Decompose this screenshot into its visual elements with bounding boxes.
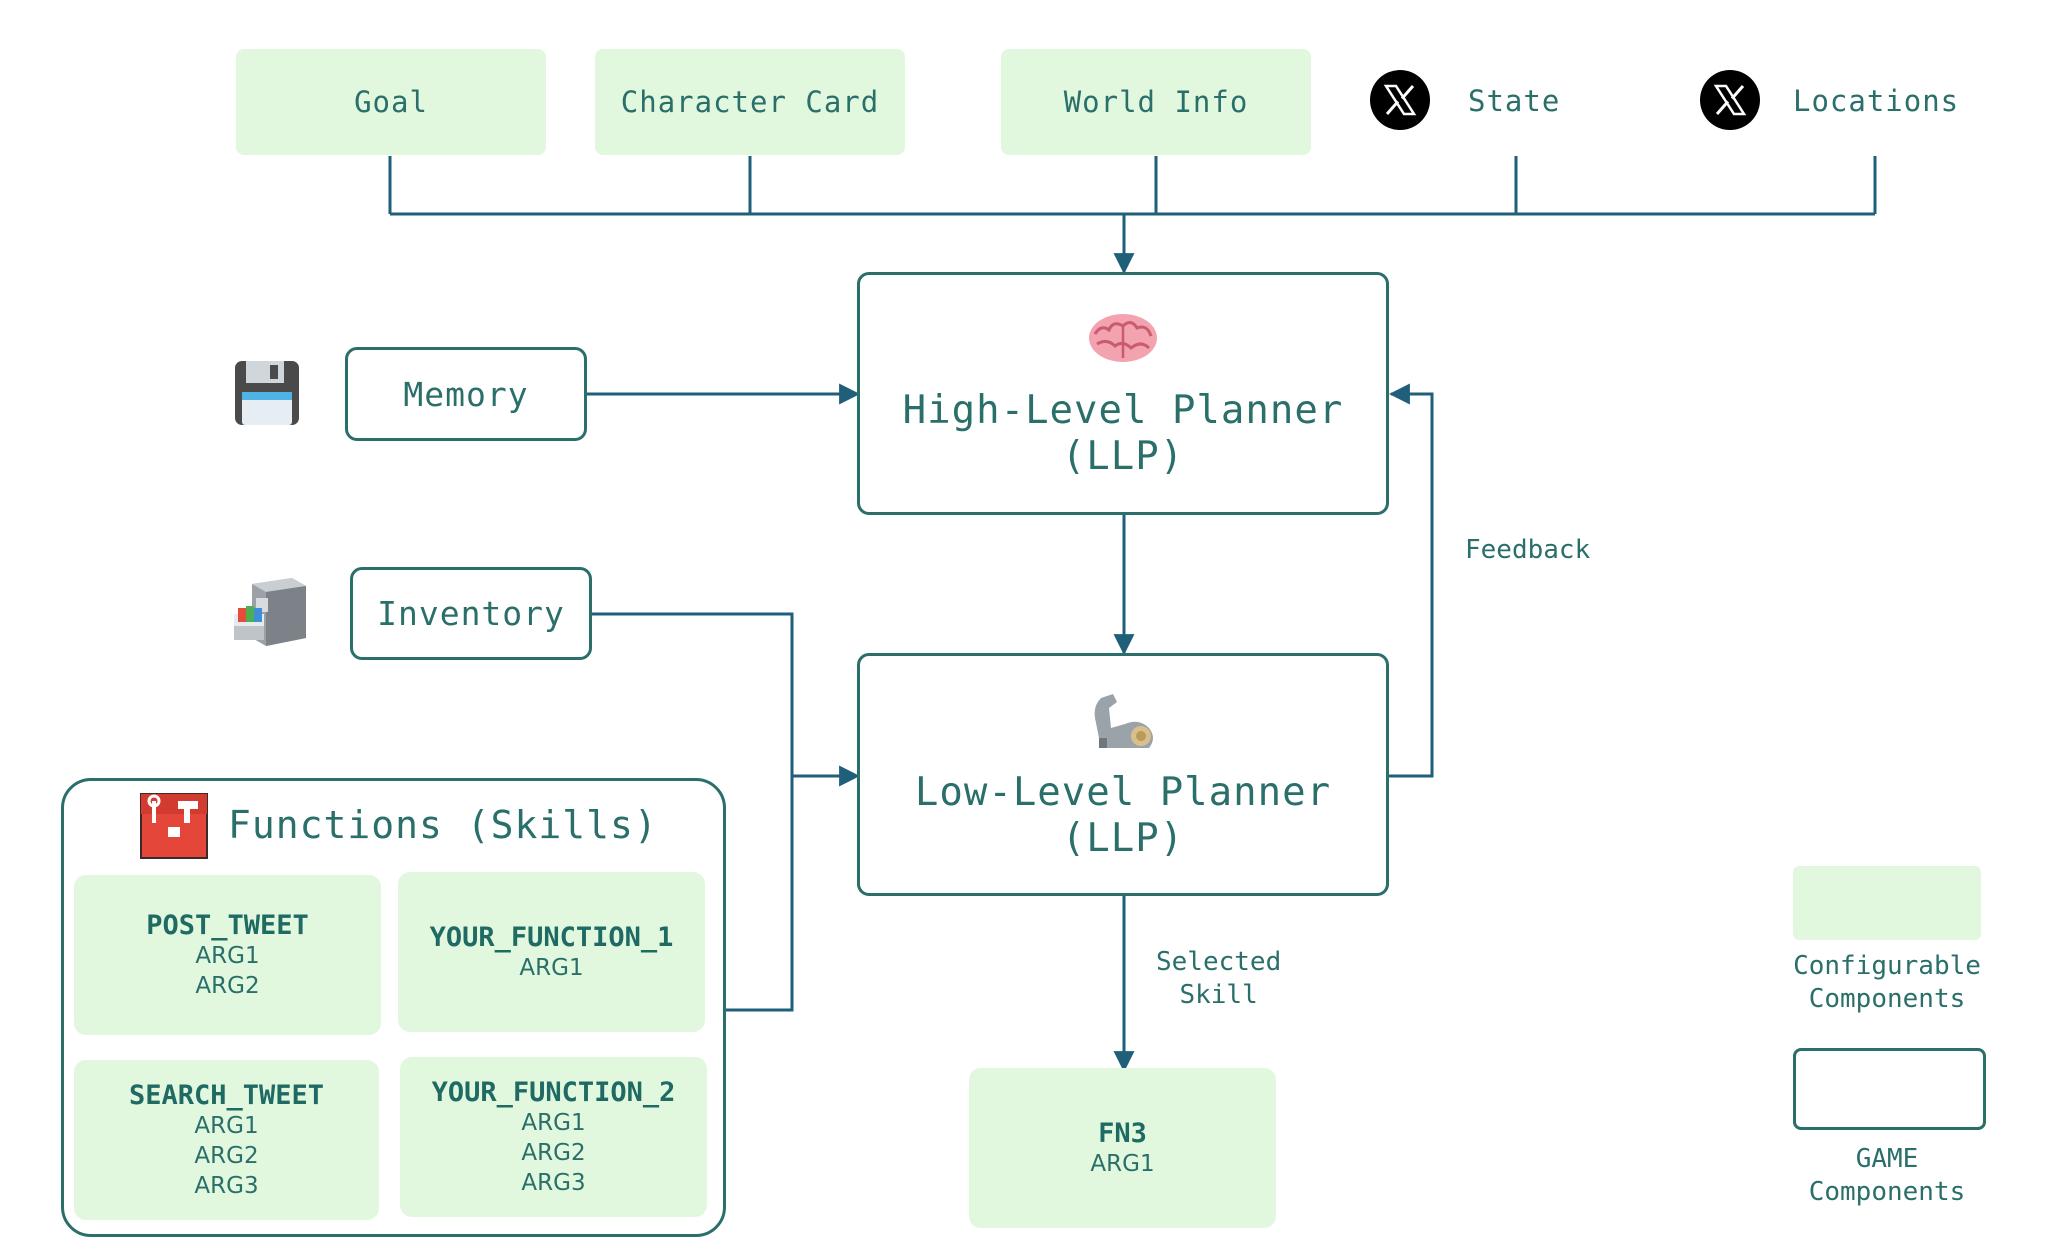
selected-skill-label: Selected Skill <box>1156 946 1281 1012</box>
functions-connector <box>726 776 794 1012</box>
character-card-label: Character Card <box>620 85 880 119</box>
function-name: YOUR_FUNCTION_1 <box>429 921 674 953</box>
functions-title: Functions (Skills) <box>228 803 658 847</box>
memory-label: Memory <box>403 374 529 414</box>
legend-configurable-label: Configurable Components <box>1780 950 1994 1016</box>
low-level-planner-box: Low-Level Planner (LLP) <box>857 653 1389 896</box>
world-info-box: World Info <box>1001 49 1311 155</box>
function-card: POST_TWEET ARG1 ARG2 <box>74 875 381 1035</box>
function-name: POST_TWEET <box>146 909 309 941</box>
legend-game-swatch <box>1793 1048 1986 1130</box>
legend-configurable-line2: Components <box>1808 984 1966 1014</box>
selected-function-arg: ARG1 <box>1090 1150 1155 1177</box>
locations-label: Locations <box>1793 84 1960 118</box>
legend-game-line1: GAME <box>1855 1144 1919 1174</box>
function-arg: ARG2 <box>195 972 260 999</box>
function-arg: ARG2 <box>194 1142 259 1169</box>
high-level-planner-box: High-Level Planner (LLP) <box>857 272 1389 515</box>
low-level-planner-title: Low-Level Planner <box>914 769 1332 815</box>
selected-skill-line2: Skill <box>1179 980 1258 1010</box>
function-arg: ARG1 <box>194 1112 259 1139</box>
selected-skill-line1: Selected <box>1156 947 1282 977</box>
inventory-label: Inventory <box>377 594 565 633</box>
selected-function-card: FN3 ARG1 <box>969 1068 1276 1228</box>
function-arg: ARG3 <box>194 1172 259 1199</box>
function-arg: ARG3 <box>521 1169 586 1196</box>
world-info-label: World Info <box>1063 85 1249 119</box>
legend-game-label: GAME Components <box>1780 1143 1994 1209</box>
function-arg: ARG1 <box>521 1109 586 1136</box>
memory-box: Memory <box>345 347 587 441</box>
toolbox-icon <box>140 793 208 864</box>
mechanical-arm-icon <box>1085 688 1161 756</box>
high-level-planner-title: High-Level Planner <box>902 387 1344 433</box>
floppy-disk-icon <box>232 358 302 433</box>
goal-box: Goal <box>236 49 546 155</box>
function-card: YOUR_FUNCTION_2 ARG1 ARG2 ARG3 <box>400 1057 707 1217</box>
brain-icon <box>1087 310 1159 370</box>
function-card: YOUR_FUNCTION_1 ARG1 <box>398 872 705 1032</box>
function-card: SEARCH_TWEET ARG1 ARG2 ARG3 <box>74 1060 379 1220</box>
legend-game-line2: Components <box>1808 1177 1966 1207</box>
legend-configurable-line1: Configurable <box>1793 951 1981 981</box>
character-card-box: Character Card <box>595 49 905 155</box>
high-level-planner-subtitle: (LLP) <box>1061 433 1185 479</box>
inventory-box: Inventory <box>350 567 592 660</box>
function-arg: ARG2 <box>521 1139 586 1166</box>
file-cabinet-icon <box>228 578 308 657</box>
function-name: SEARCH_TWEET <box>128 1079 325 1111</box>
state-label: State <box>1468 84 1561 118</box>
function-arg: ARG1 <box>519 954 584 981</box>
legend-configurable-swatch <box>1793 866 1981 940</box>
function-arg: ARG1 <box>195 942 260 969</box>
x-logo-icon <box>1700 70 1760 130</box>
goal-label: Goal <box>354 85 428 119</box>
inventory-connector <box>590 612 794 776</box>
x-logo-icon <box>1370 70 1430 130</box>
feedback-label: Feedback <box>1465 535 1591 565</box>
function-name: YOUR_FUNCTION_2 <box>431 1076 676 1108</box>
feedback-arrow <box>1388 383 1434 778</box>
selected-function-name: FN3 <box>1098 1117 1147 1149</box>
low-level-planner-subtitle: (LLP) <box>1061 815 1185 861</box>
